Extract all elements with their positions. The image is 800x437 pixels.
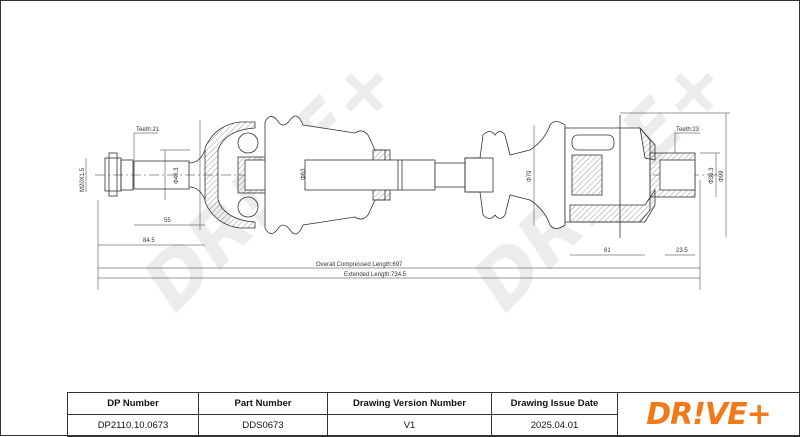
len-61-label: 61: [604, 248, 611, 254]
extended-length-label: Extended Length:734.5: [344, 272, 407, 278]
header-part-number: Part Number: [198, 392, 328, 415]
right-tripod-joint: [564, 115, 696, 238]
logo-cell: DR!VE+: [617, 392, 800, 437]
teeth-right-label: Teeth:23: [676, 127, 700, 133]
value-dp-number: DP2110.10.0673: [67, 414, 199, 437]
len-84-5-label: 84.5: [143, 238, 155, 244]
right-boot: [464, 121, 566, 229]
header-dp-number: DP Number: [67, 392, 199, 415]
header-issue-date: Drawing Issue Date: [491, 392, 618, 415]
len-23-5-label: 23.5: [676, 248, 688, 254]
value-drawing-version: V1: [327, 414, 492, 437]
drive-shaft-drawing: Teeth:21 M20X1.5 Φ46.3 Φ63 55 84.5 Overa…: [80, 112, 730, 290]
dia-right-boot-label: Φ79: [527, 170, 533, 182]
title-block: DP Number Part Number Drawing Version Nu…: [67, 392, 800, 437]
len-55-label: 55: [164, 218, 171, 224]
left-stub: [104, 149, 206, 201]
overall-compressed-label: Overall Compressed Length:697: [316, 262, 403, 268]
dia-right-shaft-label: Φ36.3: [709, 167, 715, 184]
header-drawing-version: Drawing Version Number: [327, 392, 492, 415]
dia-right-flange-label: Φ99: [719, 170, 725, 182]
dimension-lines: [85, 112, 730, 290]
shaft: [304, 159, 436, 191]
dia-left-joint-label: Φ63: [301, 168, 307, 180]
drive-logo: DR!VE+: [646, 397, 772, 432]
value-issue-date: 2025.04.01: [491, 414, 618, 437]
value-part-number: DDS0673: [198, 414, 328, 437]
thread-label: M20X1.5: [80, 167, 86, 192]
dia-left-shaft-label: Φ46.3: [174, 167, 180, 184]
teeth-left-label: Teeth:21: [136, 127, 160, 133]
